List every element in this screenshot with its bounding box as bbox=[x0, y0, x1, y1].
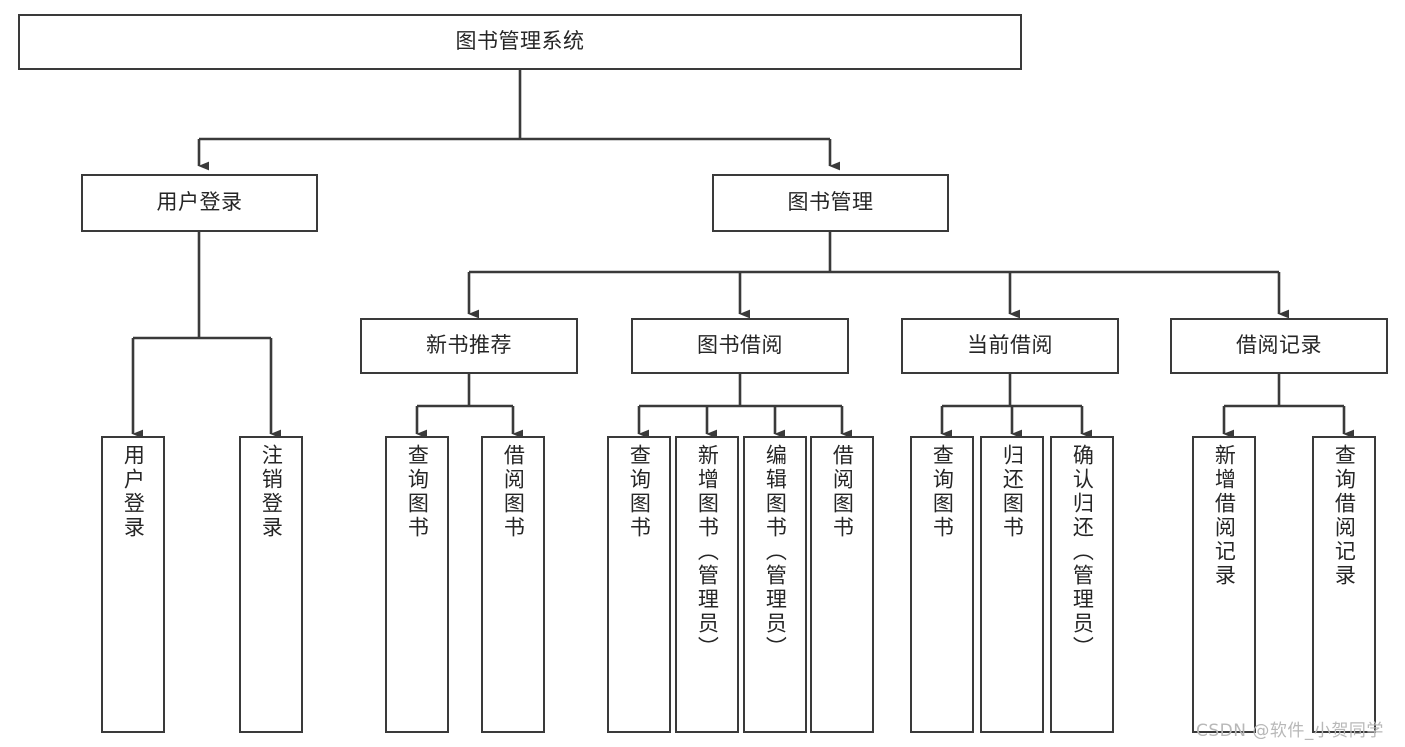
node-label: 查询借阅记录 bbox=[1332, 444, 1357, 588]
node-label: 编辑图书（管理员） bbox=[763, 444, 788, 660]
node-new-book-recommend[interactable]: 新书推荐 bbox=[360, 318, 578, 374]
node-label: 用户登录 bbox=[156, 190, 243, 215]
leaf-logout[interactable]: 注销登录 bbox=[239, 436, 303, 733]
leaf-currentborrow-confirm-return-admin[interactable]: 确认归还（管理员） bbox=[1050, 436, 1114, 733]
leaf-borrowrec-add-record[interactable]: 新增借阅记录 bbox=[1192, 436, 1256, 733]
node-label: 当前借阅 bbox=[967, 333, 1053, 358]
leaf-currentborrow-query-books[interactable]: 查询图书 bbox=[910, 436, 974, 733]
node-label: 注销登录 bbox=[259, 444, 284, 540]
node-label: 图书借阅 bbox=[697, 333, 783, 358]
node-label: 借阅记录 bbox=[1236, 333, 1322, 358]
leaf-newbook-query-books[interactable]: 查询图书 bbox=[385, 436, 449, 733]
leaf-bookborrow-edit-book-admin[interactable]: 编辑图书（管理员） bbox=[743, 436, 807, 733]
leaf-bookborrow-borrow-books[interactable]: 借阅图书 bbox=[810, 436, 874, 733]
node-borrow-records[interactable]: 借阅记录 bbox=[1170, 318, 1388, 374]
node-label: 查询图书 bbox=[405, 444, 430, 540]
node-label: 借阅图书 bbox=[830, 444, 855, 540]
node-label: 用户登录 bbox=[121, 444, 146, 540]
csdn-watermark: CSDN @软件_小贺同学 bbox=[1196, 721, 1384, 741]
node-label: 查询图书 bbox=[627, 444, 652, 540]
node-label: 新书推荐 bbox=[426, 333, 512, 358]
leaf-bookborrow-add-book-admin[interactable]: 新增图书（管理员） bbox=[675, 436, 739, 733]
leaf-bookborrow-query-books[interactable]: 查询图书 bbox=[607, 436, 671, 733]
leaf-newbook-borrow-books[interactable]: 借阅图书 bbox=[481, 436, 545, 733]
node-label: 新增借阅记录 bbox=[1212, 444, 1237, 588]
node-current-borrow[interactable]: 当前借阅 bbox=[901, 318, 1119, 374]
leaf-currentborrow-return-books[interactable]: 归还图书 bbox=[980, 436, 1044, 733]
leaf-user-login[interactable]: 用户登录 bbox=[101, 436, 165, 733]
node-book-borrow[interactable]: 图书借阅 bbox=[631, 318, 849, 374]
node-label: 图书管理 bbox=[787, 190, 874, 215]
node-label: 确认归还（管理员） bbox=[1070, 444, 1095, 660]
leaf-borrowrec-query-record[interactable]: 查询借阅记录 bbox=[1312, 436, 1376, 733]
node-label: 新增图书（管理员） bbox=[695, 444, 720, 660]
node-user-login[interactable]: 用户登录 bbox=[81, 174, 318, 232]
node-label: 归还图书 bbox=[1000, 444, 1025, 540]
node-book-management[interactable]: 图书管理 bbox=[712, 174, 949, 232]
node-label: 借阅图书 bbox=[501, 444, 526, 540]
node-root-system[interactable]: 图书管理系统 bbox=[18, 14, 1022, 70]
node-label: 查询图书 bbox=[930, 444, 955, 540]
node-label: 图书管理系统 bbox=[455, 29, 585, 54]
